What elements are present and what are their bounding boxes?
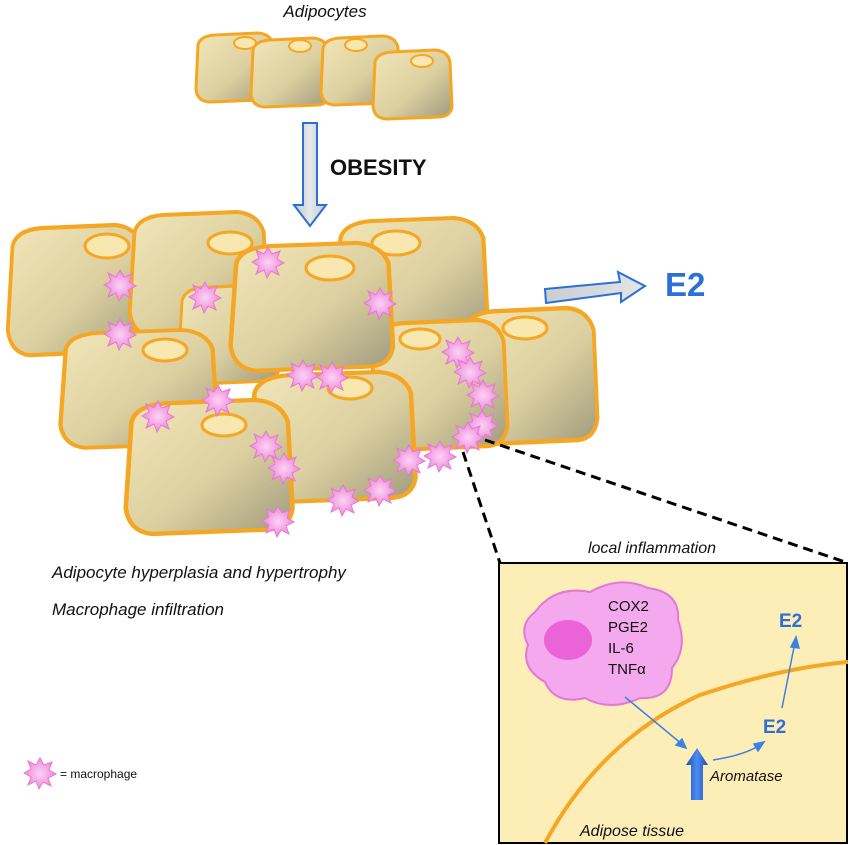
e2-output-arrow: [543, 270, 647, 305]
aromatase-label: Aromatase: [709, 768, 783, 785]
adipocytes-label: Adipocytes: [282, 2, 367, 21]
adipose-tissue-label: Adipose tissue: [579, 823, 684, 840]
legend: = macrophage: [23, 757, 137, 790]
macrophage-icon: [423, 440, 457, 473]
macrophage-icon: [326, 484, 360, 517]
legend-text: = macrophage: [60, 767, 137, 781]
macrophage-legend-icon: [23, 757, 57, 790]
inflammatory-macrophage: [523, 581, 683, 706]
obesity-arrow: [291, 122, 329, 228]
factor-il6: IL-6: [608, 640, 634, 657]
small-adipocytes: [194, 31, 454, 121]
factor-tnfa: TNFα: [608, 661, 646, 678]
zoom-lines: [461, 438, 849, 565]
macrophage-icon: [392, 444, 426, 477]
inset-title: local inflammation: [588, 540, 716, 557]
aromatase-up-arrow: [686, 748, 708, 800]
factor-cox2: COX2: [608, 598, 649, 615]
inset-arrows: [624, 634, 801, 761]
obesity-label: OBESITY: [330, 155, 427, 180]
caption-hyperplasia: Adipocyte hyperplasia and hypertrophy: [51, 563, 347, 582]
macrophage-icon: [363, 474, 397, 507]
caption-infiltration: Macrophage infiltration: [52, 600, 224, 619]
inflammatory-factors: COX2 PGE2 IL-6 TNFα: [608, 598, 649, 678]
e2-product-lower: E2: [763, 717, 786, 738]
macrophage-nucleus: [544, 620, 592, 660]
macrophage-icon: [261, 505, 295, 538]
e2-product-upper: E2: [779, 611, 802, 632]
factor-pge2: PGE2: [608, 619, 648, 636]
inflammation-inset: [498, 562, 849, 844]
e2-output-label: E2: [665, 266, 705, 303]
